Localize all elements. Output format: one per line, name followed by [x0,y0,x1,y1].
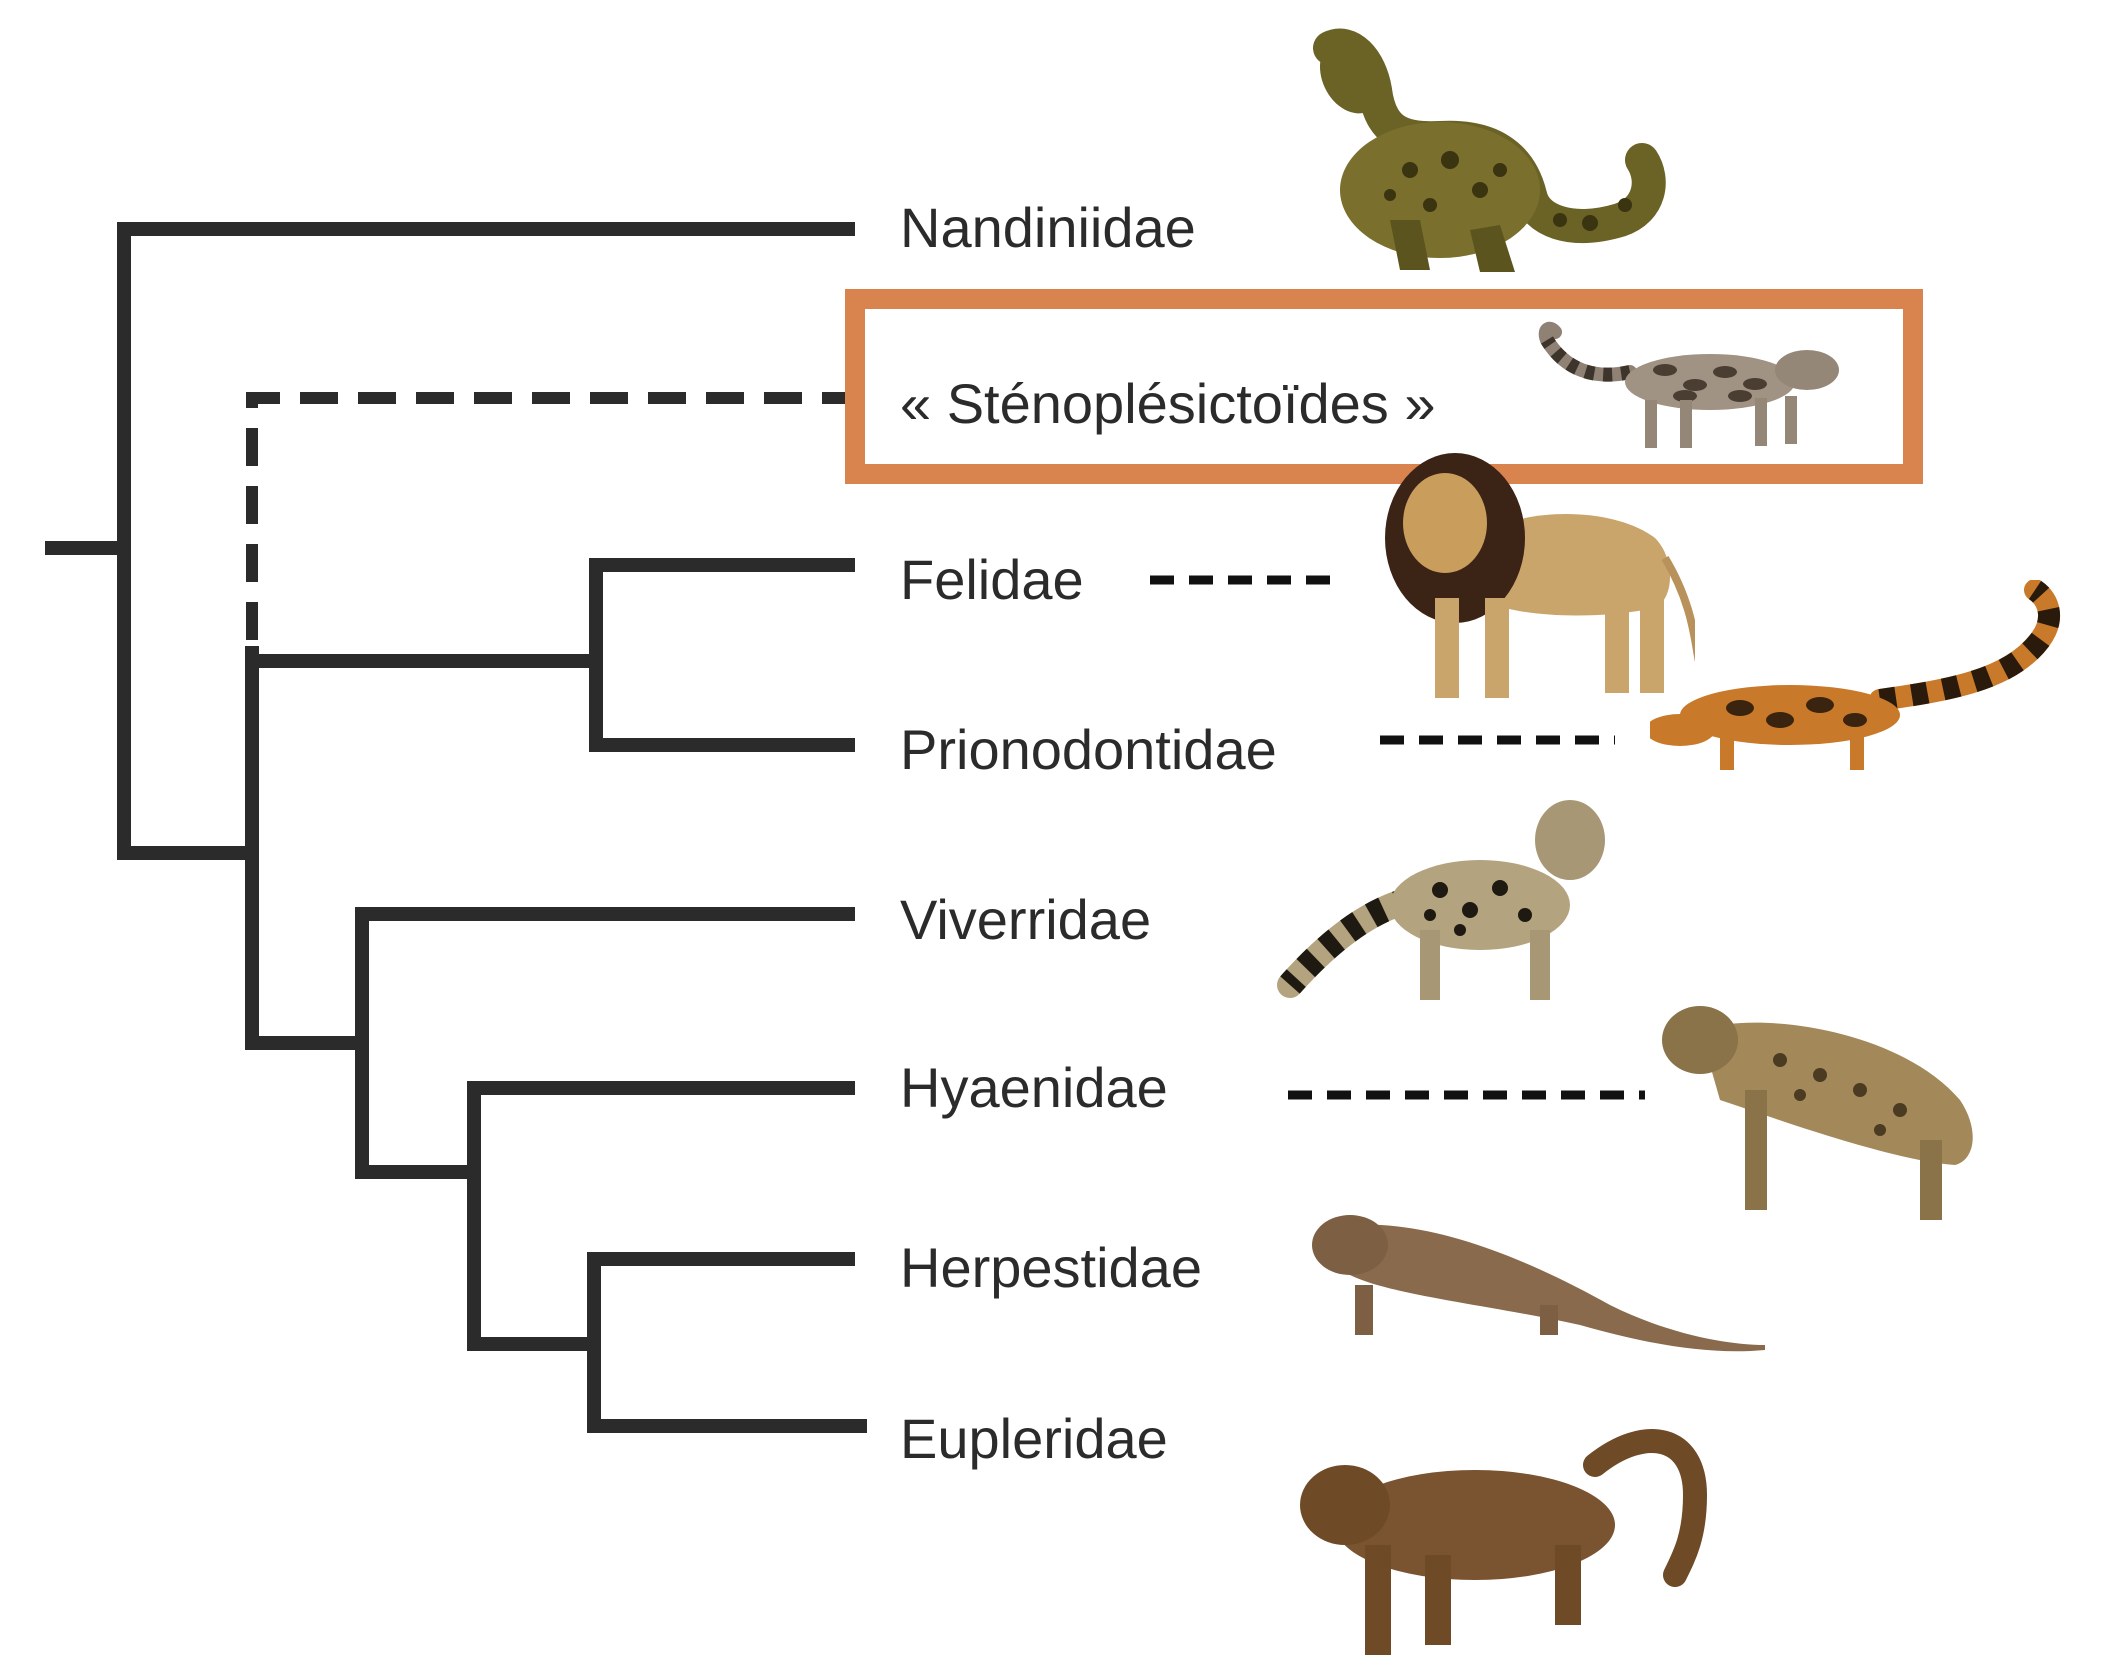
fossil-leg-1 [1680,400,1692,448]
fossil-leg-0 [1645,400,1657,448]
label-stenoplesictoides: « Sténoplésictoïdes » [900,376,1435,432]
label-hyaenidae: Hyaenidae [900,1060,1168,1116]
label-herpestidae: Herpestidae [900,1240,1202,1296]
label-felidae: Felidae [900,552,1084,608]
fossil-head [1775,350,1839,390]
african-palm-civet-illustration [1290,20,1690,280]
label-nandiniidae: Nandiniidae [900,200,1196,256]
genet-like-fossil-illustration [1535,310,1855,460]
fossa-illustration [1295,1405,1715,1665]
label-prionodontidae: Prionodontidae [900,722,1277,778]
fossil-spot-3 [1743,378,1767,390]
fossil-leg-2 [1755,398,1767,446]
linsang-illustration [1650,580,2090,780]
genet-illustration [1270,790,1670,1020]
label-viverridae: Viverridae [900,892,1151,948]
fossil-spot-1 [1683,379,1707,391]
lion-illustration [1375,448,1695,708]
fossil-spot-2 [1713,366,1737,378]
label-eupleridae: Eupleridae [900,1411,1168,1467]
fossil-leg-3 [1785,396,1797,444]
fossil-spot-0 [1653,364,1677,376]
dashed-branch-stenoplesictoides [252,398,848,640]
fossil-spot-5 [1728,390,1752,402]
mongoose-illustration [1310,1185,1770,1365]
